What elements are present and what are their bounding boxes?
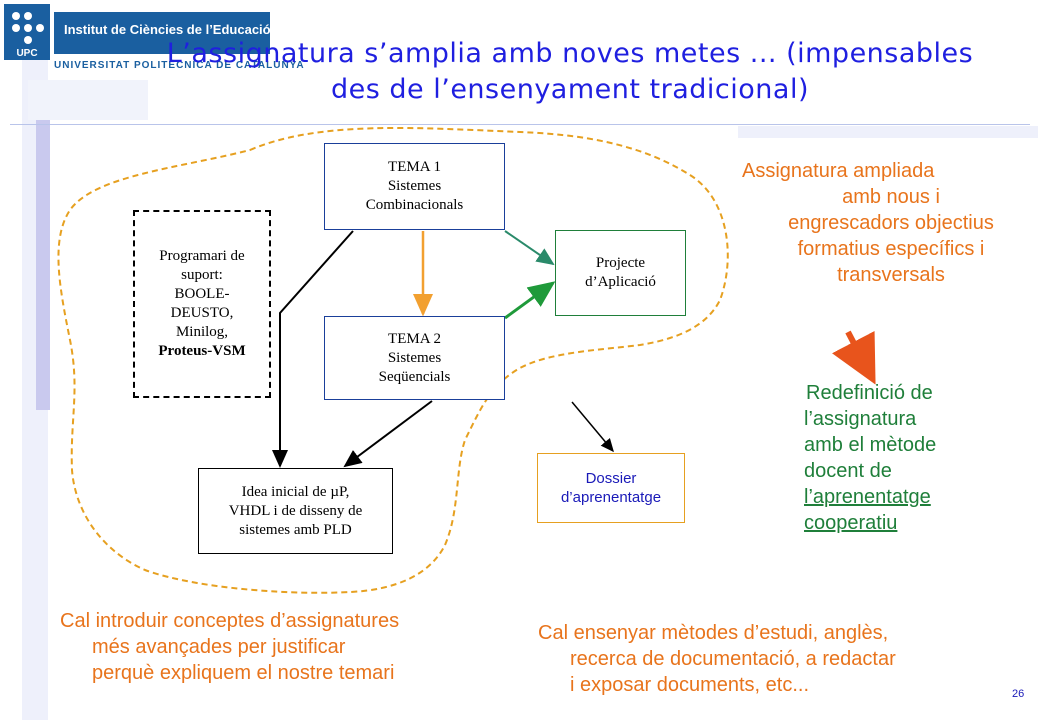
projecte-line: Projecte bbox=[595, 255, 646, 271]
tema2-label: TEMA 2 bbox=[388, 330, 441, 347]
tema1-label: TEMA 1 bbox=[388, 159, 441, 175]
dossier-line: Dossier bbox=[585, 470, 637, 487]
tema2-line: Seqüencials bbox=[378, 368, 451, 385]
redef-line: docent de bbox=[804, 460, 892, 482]
note-line: amb nous i bbox=[842, 186, 940, 208]
tema1-line: Sistemes bbox=[387, 178, 442, 194]
arrow-ampliada-redefinicio bbox=[832, 330, 876, 385]
arrow-to-dossier bbox=[571, 401, 614, 453]
note-line: transversals bbox=[837, 264, 945, 286]
title-line-2: des de l’ensenyament tradicional) bbox=[331, 74, 809, 105]
decor-stripe bbox=[28, 80, 148, 120]
note-redefinicio: Redefinició de l’assignatura amb el mèto… bbox=[804, 380, 1004, 536]
page-number: 26 bbox=[1012, 688, 1025, 700]
logo-mark: UPC bbox=[16, 48, 37, 59]
arrow-tema1-projecte bbox=[504, 230, 555, 266]
box-tema2: TEMA 2 Sistemes Seqüencials bbox=[324, 316, 505, 400]
decor-stripe bbox=[738, 126, 1038, 138]
note-line: formatius específics i bbox=[797, 238, 985, 260]
note-introduir: Cal introduir conceptes d’assignatures m… bbox=[60, 608, 520, 686]
box-projecte: Projecte d’Aplicació bbox=[555, 230, 686, 316]
idea-line: VHDL i de disseny de bbox=[228, 502, 363, 519]
box-dossier: Dossier d’aprenentatge bbox=[537, 453, 685, 523]
slide-title: L’assignatura s’amplia amb noves metes .… bbox=[150, 36, 990, 108]
title-line-1: L’assignatura s’amplia amb noves metes .… bbox=[166, 38, 974, 69]
logo-banner bbox=[54, 12, 270, 54]
scope-boundary bbox=[57, 126, 729, 594]
link-cooperatiu[interactable]: cooperatiu bbox=[804, 512, 898, 534]
box-programari: Programari de suport: BOOLE- DEUSTO, Min… bbox=[133, 210, 271, 398]
note-ensenyar: Cal ensenyar mètodes d’estudi, anglès, r… bbox=[538, 620, 1018, 698]
note-line: Cal ensenyar mètodes d’estudi, anglès, bbox=[538, 622, 889, 644]
note-line: perquè expliquem el nostre temari bbox=[92, 662, 395, 684]
programari-line: Proteus-VSM bbox=[158, 343, 246, 359]
title-divider bbox=[10, 124, 1030, 125]
programari-line: BOOLE- bbox=[174, 286, 230, 302]
arrow-tema2-idea bbox=[343, 400, 433, 468]
note-line: Assignatura ampliada bbox=[742, 160, 935, 182]
programari-line: Minilog, bbox=[175, 324, 229, 340]
note-ampliada: Assignatura ampliada amb nous i engresca… bbox=[742, 158, 1040, 288]
note-line: Cal introduir conceptes d’assignatures bbox=[60, 610, 400, 632]
link-aprenentatge[interactable]: l’aprenentatge bbox=[804, 486, 931, 508]
note-line: i exposar documents, etc... bbox=[570, 674, 810, 696]
arrow-tema2-projecte bbox=[504, 281, 556, 320]
box-tema1: TEMA 1 Sistemes Combinacionals bbox=[324, 143, 505, 230]
redef-line: l’assignatura bbox=[804, 408, 917, 430]
programari-line: Programari de bbox=[159, 248, 245, 264]
upc-logo: UPC Institut de Ciències de l’Educació U… bbox=[4, 4, 304, 76]
logo-title: Institut de Ciències de l’Educació bbox=[64, 22, 271, 37]
idea-line: sistemes amb PLD bbox=[239, 521, 352, 538]
tema1-line: Combinacionals bbox=[365, 197, 464, 213]
decor-stripe bbox=[36, 120, 50, 410]
projecte-line: d’Aplicació bbox=[585, 274, 656, 290]
note-line: engrescadors objectius bbox=[788, 212, 994, 234]
note-line: més avançades per justificar bbox=[92, 636, 346, 658]
logo-subtitle: UNIVERSITAT POLITÈCNICA DE CATALUNYA bbox=[54, 60, 305, 71]
idea-line: Idea inicial de µP, bbox=[241, 483, 350, 500]
redef-line: Redefinició de bbox=[806, 382, 933, 404]
programari-line: DEUSTO, bbox=[170, 305, 234, 321]
programari-line: suport: bbox=[181, 267, 223, 283]
tema2-line: Sistemes bbox=[387, 349, 442, 366]
dossier-line: d’aprenentatge bbox=[560, 489, 662, 506]
arrow-tema1-idea bbox=[272, 230, 354, 468]
redef-line: amb el mètode bbox=[804, 434, 937, 456]
upc-emblem-icon: UPC bbox=[4, 4, 50, 60]
box-idea: Idea inicial de µP, VHDL i de disseny de… bbox=[198, 468, 393, 554]
note-line: recerca de documentació, a redactar bbox=[570, 648, 896, 670]
